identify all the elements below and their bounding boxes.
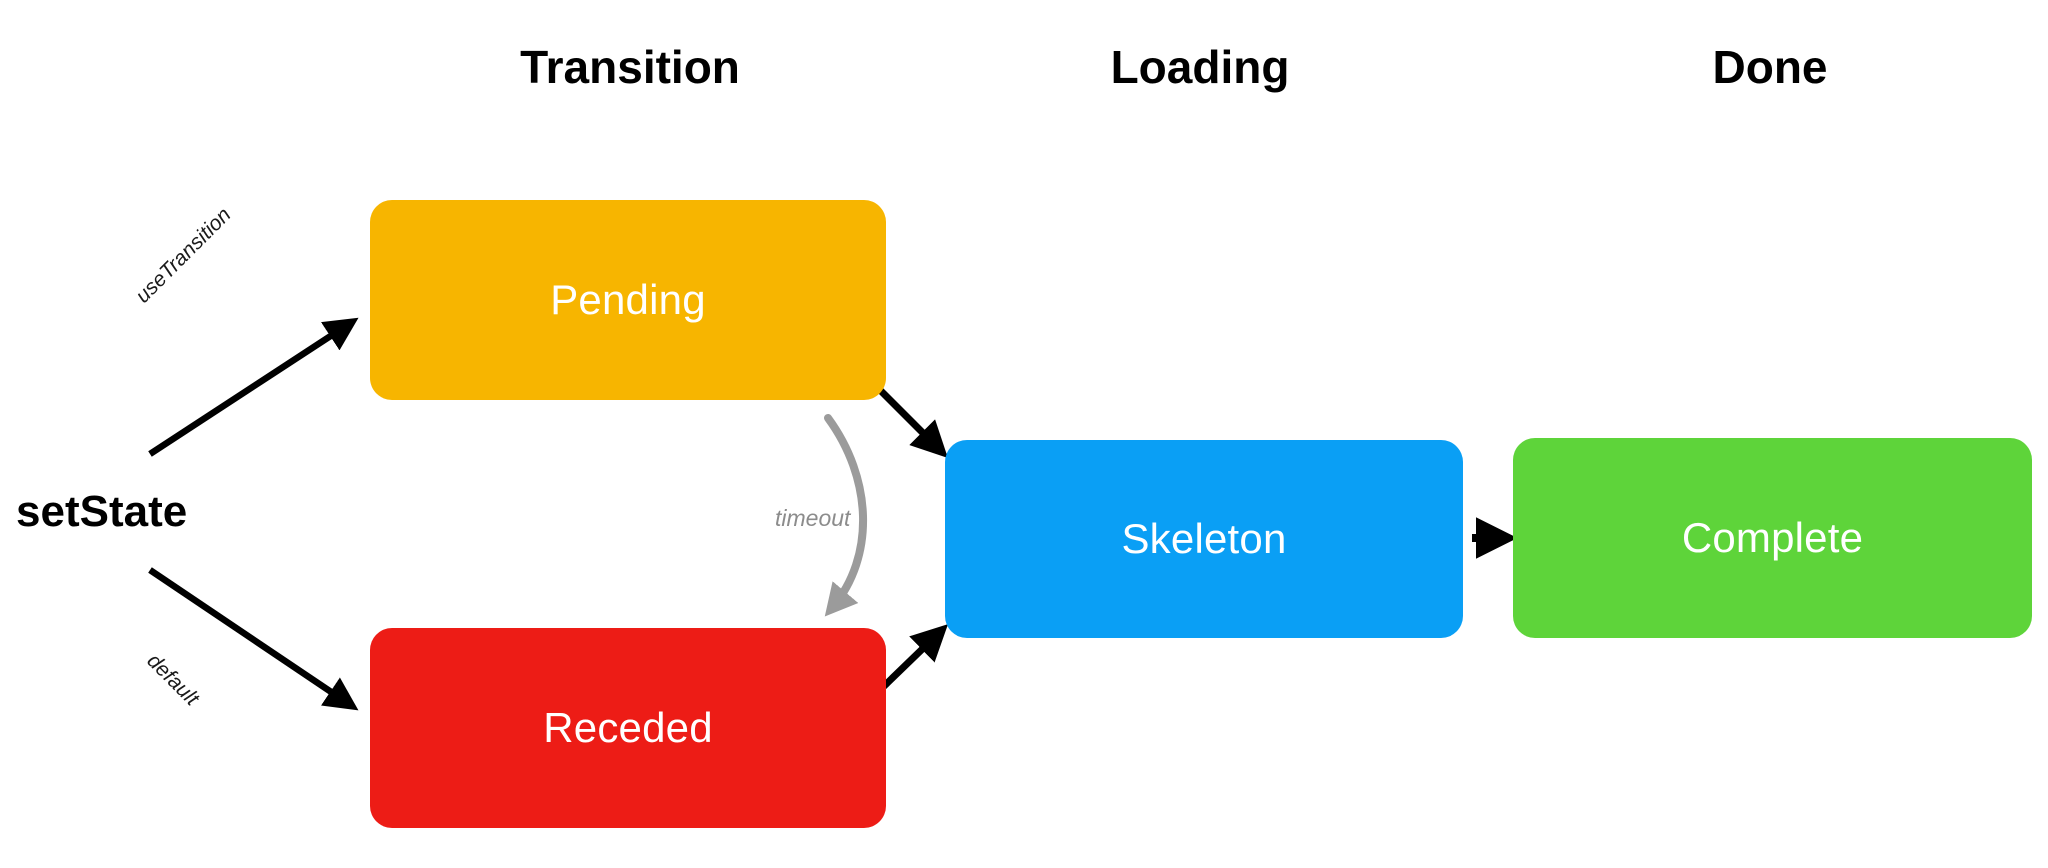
edge-label-default: default: [142, 649, 204, 711]
edge-receded-to-skeleton: [877, 624, 949, 693]
state-node-pending[interactable]: Pending: [370, 200, 886, 400]
source-label-setstate: setState: [16, 487, 188, 536]
state-node-label-receded: Receded: [543, 704, 713, 751]
column-header-transition: Transition: [520, 41, 740, 93]
edge-pending-to-skeleton: [877, 387, 948, 458]
state-node-label-skeleton: Skeleton: [1121, 515, 1287, 562]
column-header-done: Done: [1712, 41, 1828, 93]
edge-setstate-to-pending: [148, 317, 359, 457]
column-header-loading: Loading: [1110, 41, 1290, 93]
state-node-receded[interactable]: Receded: [370, 628, 886, 828]
state-node-label-complete: Complete: [1681, 514, 1864, 561]
state-node-complete[interactable]: Complete: [1513, 438, 2032, 638]
edge-label-timeout: timeout: [775, 505, 851, 531]
edge-label-usetransition: useTransition: [131, 203, 236, 308]
state-node-label-pending: Pending: [550, 276, 706, 323]
state-node-skeleton[interactable]: Skeleton: [945, 440, 1463, 638]
